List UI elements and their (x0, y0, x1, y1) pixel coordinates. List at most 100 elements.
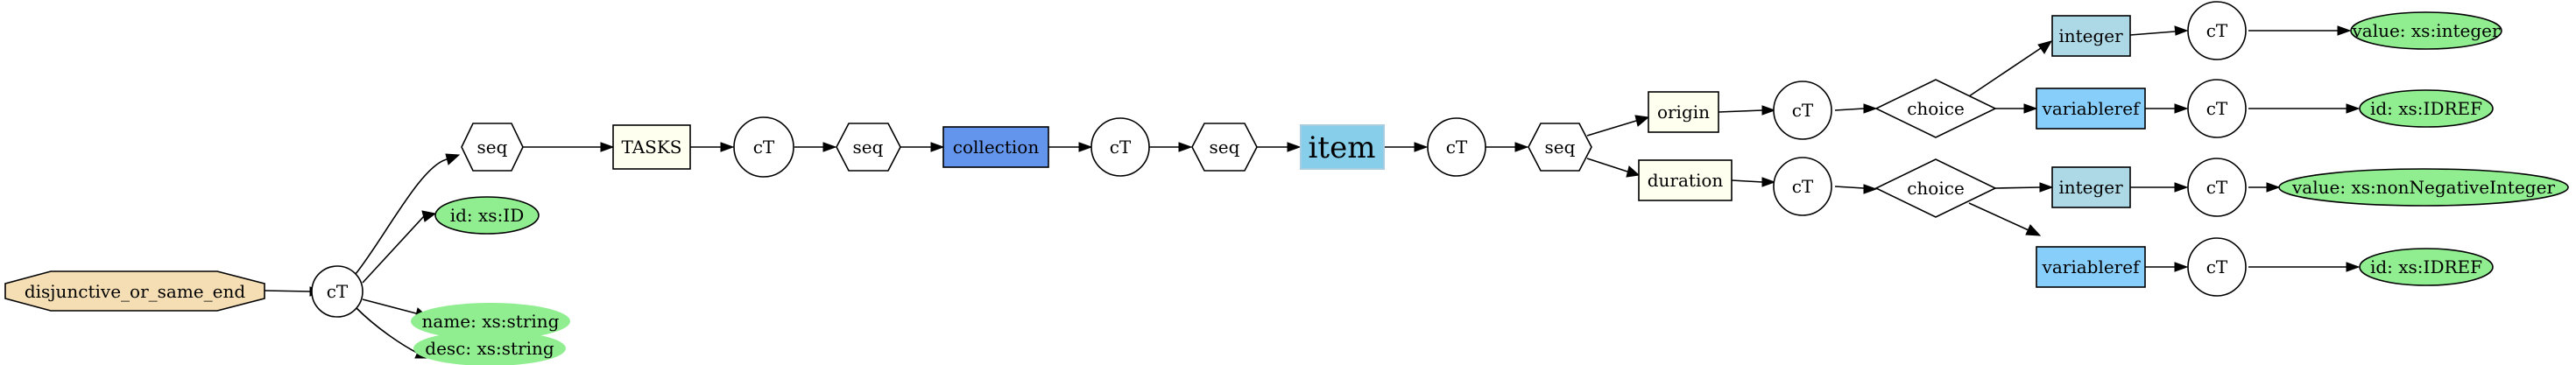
element-variableref-node: variableref (2036, 88, 2146, 130)
sequence-node: seq (461, 123, 524, 172)
attribute-name-node: name: xs:string (411, 303, 570, 340)
arrowhead (2174, 262, 2189, 272)
arrowhead (1863, 103, 1878, 114)
edge-choice2-to-integer (1994, 186, 2041, 189)
svg-text:cT: cT (1792, 100, 1814, 121)
arrowhead (1414, 142, 1429, 152)
svg-text:integer: integer (2058, 25, 2123, 46)
choice-node: choice (1874, 158, 1997, 218)
element-tasks-node: TASKS (612, 124, 691, 170)
svg-text:choice: choice (1907, 178, 1965, 199)
arrowhead (445, 153, 461, 165)
complex-type-node: cT (1773, 81, 1832, 140)
svg-text:cT: cT (2206, 20, 2228, 41)
complex-type-node: cT (2187, 158, 2247, 217)
edge-ct-to-id (362, 215, 425, 284)
svg-text:value: xs:integer: value: xs:integer (2351, 20, 2501, 41)
svg-text:seq: seq (853, 137, 884, 158)
svg-text:seq: seq (1210, 137, 1240, 158)
svg-text:desc: xs:string: desc: xs:string (425, 338, 554, 359)
svg-text:item: item (1309, 130, 1376, 165)
complex-type-node: cT (2187, 79, 2247, 138)
edge-ct-to-seq (355, 158, 448, 275)
edge-ct-to-desc (356, 307, 420, 354)
edge-ct-to-name (362, 298, 417, 314)
arrowhead (1626, 165, 1641, 178)
svg-text:cT: cT (327, 281, 349, 302)
svg-text:cT: cT (2206, 98, 2228, 119)
arrowhead (2174, 103, 2189, 114)
arrowhead (1863, 184, 1878, 194)
arrowhead (2039, 182, 2054, 193)
svg-text:id: xs:IDREF: id: xs:IDREF (2370, 256, 2482, 277)
element-collection-node: collection (942, 126, 1049, 168)
arrowhead (1178, 142, 1193, 152)
arrowhead (930, 142, 945, 152)
svg-text:choice: choice (1907, 98, 1965, 119)
complex-type-node: cT (1773, 157, 1832, 216)
arrowhead (2023, 103, 2038, 114)
arrowhead (2174, 25, 2189, 36)
complex-type-node: cT (1090, 117, 1150, 177)
arrowhead (1078, 142, 1093, 152)
svg-text:seq: seq (1545, 137, 1576, 158)
arrowhead (2037, 40, 2053, 54)
svg-text:variableref: variableref (2042, 256, 2142, 277)
edge-seq4-to-origin (1586, 120, 1637, 137)
svg-text:id: xs:IDREF: id: xs:IDREF (2370, 98, 2482, 119)
complex-type-node: cT (2187, 237, 2247, 297)
root-label: disjunctive_or_same_end (25, 281, 246, 302)
attribute-idref-node: id: xs:IDREF (2359, 89, 2494, 128)
svg-text:variableref: variableref (2042, 98, 2142, 119)
svg-text:TASKS: TASKS (621, 137, 681, 158)
sequence-node: seq (836, 123, 901, 172)
arrowhead (2266, 182, 2281, 193)
element-item-node: item (1300, 124, 1385, 170)
edge-duration-to-ct (1731, 179, 1763, 183)
arrowhead (1634, 115, 1650, 127)
choice-node: choice (1874, 79, 1997, 138)
sequence-node: seq (1528, 123, 1592, 172)
svg-text:cT: cT (1446, 137, 1468, 158)
svg-text:origin: origin (1657, 102, 1710, 123)
attribute-desc-node: desc: xs:string (413, 331, 566, 365)
arrowhead (421, 210, 437, 222)
arrowhead (1514, 142, 1529, 152)
root-element-node: disjunctive_or_same_end (4, 270, 265, 312)
arrowhead (1761, 105, 1776, 116)
element-variableref-node: variableref (2036, 246, 2146, 288)
arrowhead (2174, 182, 2189, 193)
svg-text:cT: cT (2206, 256, 2228, 277)
element-origin-node: origin (1648, 91, 1719, 133)
svg-text:collection: collection (953, 137, 1040, 158)
arrowhead (2346, 103, 2361, 114)
diagram-edges (264, 25, 2361, 359)
attribute-value-node: value: xs:nonNegativeInteger (2278, 168, 2569, 207)
attribute-id-node: id: xs:ID (434, 196, 540, 235)
arrowhead (1287, 142, 1302, 152)
svg-text:value: xs:nonNegativeInteger: value: xs:nonNegativeInteger (2291, 177, 2555, 198)
complex-type-node: cT (1427, 117, 1486, 177)
element-integer-node: integer (2051, 166, 2131, 208)
sequence-node: seq (1191, 123, 1258, 172)
svg-text:duration: duration (1648, 170, 1724, 191)
arrowhead (2346, 262, 2361, 272)
complex-type-node: cT (2187, 1, 2247, 60)
svg-text:cT: cT (753, 137, 775, 158)
svg-text:id: xs:ID: id: xs:ID (450, 205, 525, 226)
svg-text:cT: cT (2206, 177, 2228, 198)
edge-seq4-to-duration (1586, 158, 1628, 172)
complex-type-node: cT (311, 265, 363, 318)
attribute-value-node: value: xs:integer (2350, 11, 2502, 50)
arrowhead (1761, 177, 1776, 187)
element-duration-node: duration (1638, 159, 1733, 201)
svg-text:cT: cT (1110, 137, 1132, 158)
svg-text:cT: cT (1792, 176, 1814, 197)
svg-text:integer: integer (2058, 177, 2123, 198)
edge-choice-to-integer (1968, 47, 2042, 97)
attribute-idref-node: id: xs:IDREF (2359, 248, 2494, 286)
complex-type-node: cT (733, 116, 794, 178)
edge-choice2-to-variableref (1968, 202, 2029, 231)
arrowhead (720, 142, 735, 152)
